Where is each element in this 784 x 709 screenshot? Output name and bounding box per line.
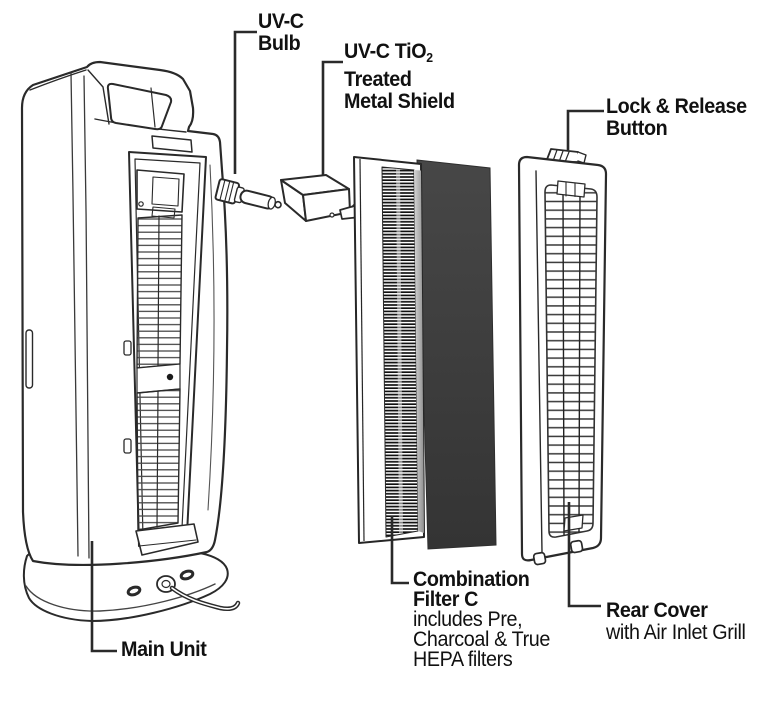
main-unit-leader-line [90, 541, 117, 653]
uvc-bulb-leader-line [233, 30, 257, 174]
uvc-bulb-label-line1: UV-C [258, 10, 304, 33]
metal-shield-label-line3: Metal Shield [344, 90, 455, 113]
lock-release-leader-line [566, 109, 604, 150]
metal-shield-label-line1: UV-C TiO [344, 40, 427, 63]
lock-release-label-line2: Button [606, 117, 668, 140]
combination-filter-label-line2: Filter C [413, 588, 479, 611]
lock-release-button-drawing [545, 148, 587, 164]
metal-shield-label-subscript: 2 [426, 50, 433, 65]
uvc-bulb-drawing [214, 178, 282, 210]
rear-cover-label-line1: Rear Cover [606, 599, 708, 622]
rear-cover-drawing [517, 148, 608, 566]
pleat-side-band [414, 170, 424, 533]
main-unit-label: Main Unit [121, 638, 207, 661]
internal-grill-lower [136, 388, 181, 531]
internal-grill-upper [136, 214, 183, 369]
combination-filter-label-line1: Combination [413, 568, 530, 591]
metal-shield-label: UV-C TiO2 Treated Metal Shield [344, 41, 455, 113]
combination-filter-leader-line [390, 516, 409, 585]
metal-shield-label-line2: Treated [344, 68, 412, 91]
base-vent-hole [126, 585, 142, 597]
air-inlet-grill [544, 184, 598, 538]
combination-filter-drawing [353, 156, 425, 544]
uvc-bulb-label-line2: Bulb [258, 32, 301, 55]
main-unit-label-line1: Main Unit [121, 638, 207, 661]
rear-cover-leader-line [567, 502, 601, 608]
combination-filter-label-line5: HEPA filters [413, 648, 513, 671]
main-unit-drawing [20, 60, 241, 622]
metal-shield-drawing [280, 174, 361, 222]
combination-filter-label: Combination Filter C includes Pre, Charc… [413, 568, 551, 671]
main-unit-base [22, 548, 241, 622]
metal-shield-leader-line [321, 60, 343, 175]
lock-release-label-line1: Lock & Release [606, 95, 747, 118]
uvc-bulb-label: UV-C Bulb [258, 11, 304, 55]
side-slot [25, 329, 34, 389]
lock-release-button-label: Lock & Release Button [606, 96, 747, 140]
combination-filter-label-line4: Charcoal & True [413, 628, 551, 651]
combination-filter-label-line3: includes Pre, [413, 608, 523, 631]
carry-handle-opening [106, 82, 173, 131]
rear-cover-label: Rear Cover with Air Inlet Grill [606, 599, 746, 644]
uv-bulb-bay [136, 169, 185, 219]
rear-cover-label-line2: with Air Inlet Grill [606, 621, 746, 644]
base-vent-hole [179, 569, 195, 581]
charcoal-filter-layer [416, 159, 497, 550]
rear-cavity [123, 151, 215, 556]
